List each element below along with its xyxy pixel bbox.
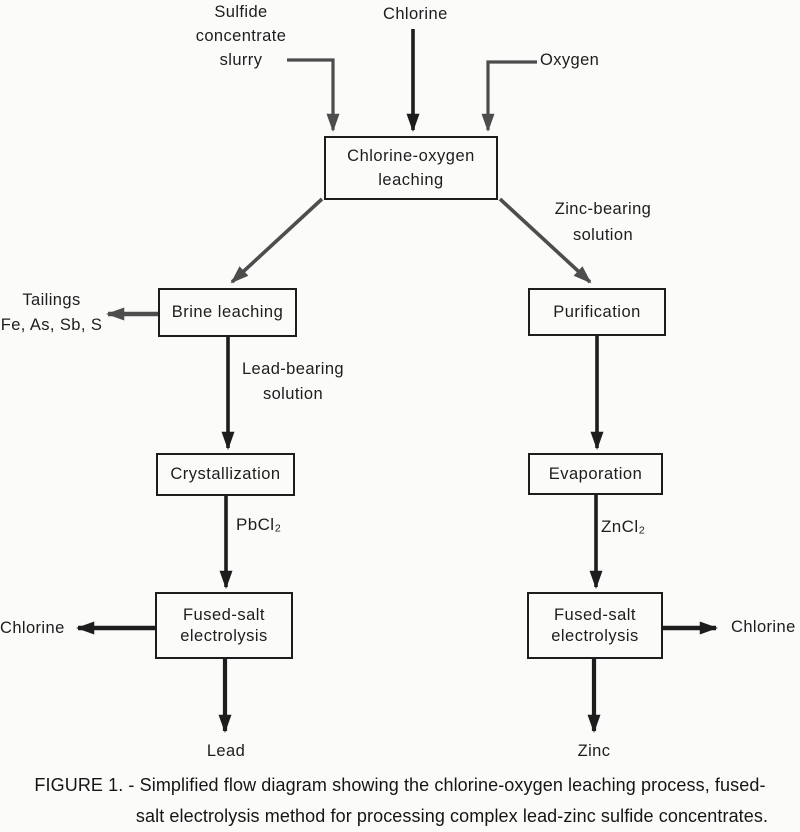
process-box-fused-salt-electrolysis-left: Fused-salt electrolysis (155, 592, 293, 659)
stream-label-lead-bearing-solution: Lead-bearing solution (241, 360, 345, 403)
process-box-evaporation: Evaporation (528, 453, 663, 495)
arrow-leaching-to-purification (498, 197, 592, 284)
input-label-chlorine: Chlorine (383, 5, 448, 23)
process-box-chlorine-oxygen-leaching: Chlorine-oxygen leaching (324, 136, 498, 200)
arrow-sulfide-feed (287, 58, 340, 132)
figure-caption: FIGURE 1. - Simplified flow diagram show… (0, 770, 800, 832)
output-label-zinc: Zinc (577, 742, 611, 760)
figure-caption-line2: salt electrolysis method for processing … (135, 806, 769, 826)
stream-label-zncl2: ZnCl₂ (601, 517, 646, 536)
arrow-leaching-to-brine (230, 197, 324, 284)
arrow-oxygen-feed (481, 60, 537, 132)
process-box-fused-salt-electrolysis-right: Fused-salt electrolysis (527, 592, 663, 659)
input-label-oxygen: Oxygen (540, 51, 600, 69)
figure-caption-line1: FIGURE 1. - Simplified flow diagram show… (34, 775, 766, 795)
process-box-purification: Purification (528, 288, 666, 336)
process-box-crystallization: Crystallization (156, 453, 295, 496)
output-label-tailings: Tailings Fe, As, Sb, S (0, 291, 103, 334)
process-box-brine-leaching: Brine leaching (158, 288, 297, 337)
stream-label-pbcl2: PbCl₂ (236, 515, 282, 534)
input-label-sulfide-slurry: Sulfide concentrate slurry (195, 3, 287, 69)
stream-label-zinc-bearing-solution: Zinc-bearing solution (554, 200, 652, 244)
output-label-lead: Lead (206, 742, 246, 760)
output-label-chlorine-right: Chlorine (731, 618, 796, 636)
output-label-chlorine-left: Chlorine (0, 619, 65, 637)
